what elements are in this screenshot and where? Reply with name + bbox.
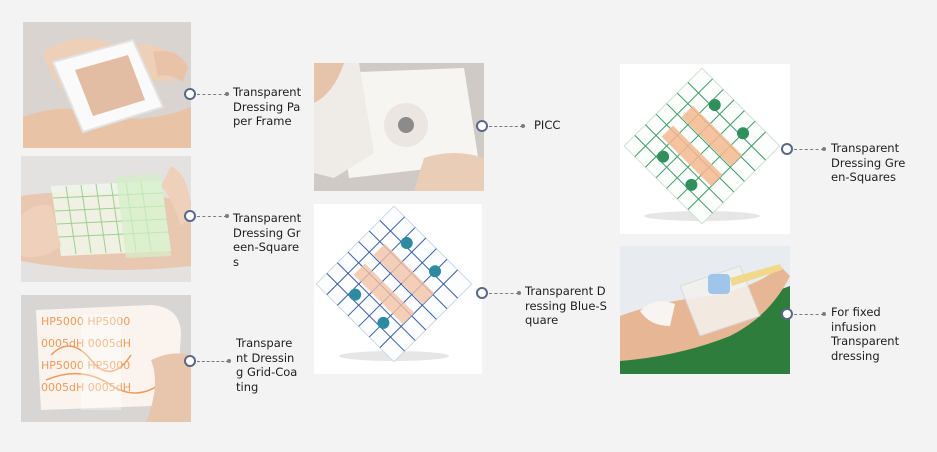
svg-text:HP5000 HP5000: HP5000 HP5000	[41, 315, 130, 328]
callout-dot	[476, 287, 488, 299]
label-paper-frame: Transparent Dressing Paper Frame	[233, 85, 302, 128]
callout-dot	[184, 88, 196, 100]
callout-dot	[781, 143, 793, 155]
callout-line	[197, 214, 229, 218]
label-green-squares-1: Transparent Dressing Green-Squares	[233, 211, 302, 269]
callout-line	[794, 312, 826, 316]
svg-text:HP5000 HP5000: HP5000 HP5000	[41, 359, 130, 372]
photo-blue-square-dressing	[314, 204, 482, 374]
label-green-squares-2: Transparent Dressing Green-Squares	[831, 141, 906, 184]
photo-green-squares-dressing-2	[620, 64, 790, 234]
callout-dot	[476, 120, 488, 132]
callout-line	[197, 359, 231, 363]
label-infusion: For fixed infusion Transparent dressing	[831, 305, 900, 363]
photo-picc-dressing	[314, 63, 484, 191]
callout-dot	[781, 308, 793, 320]
label-picc: PICC	[534, 118, 561, 132]
label-blue-square: Transparent Dressing Blue-Square	[525, 284, 607, 327]
callout-line	[197, 92, 229, 96]
photo-infusion-dressing	[620, 246, 790, 374]
photo-green-squares-dressing	[21, 156, 191, 282]
photo-paper-frame-dressing	[23, 22, 191, 148]
callout-dot	[184, 210, 196, 222]
callout-line	[794, 147, 826, 151]
photo-grid-coating-dressing: HP5000 HP5000 0005dH 0005dH HP5000 HP500…	[21, 295, 191, 422]
callout-line	[489, 291, 521, 295]
label-grid-coating: Transparent Dressing Grid-Coating	[236, 336, 298, 394]
callout-line	[489, 124, 525, 128]
callout-dot	[184, 355, 196, 367]
